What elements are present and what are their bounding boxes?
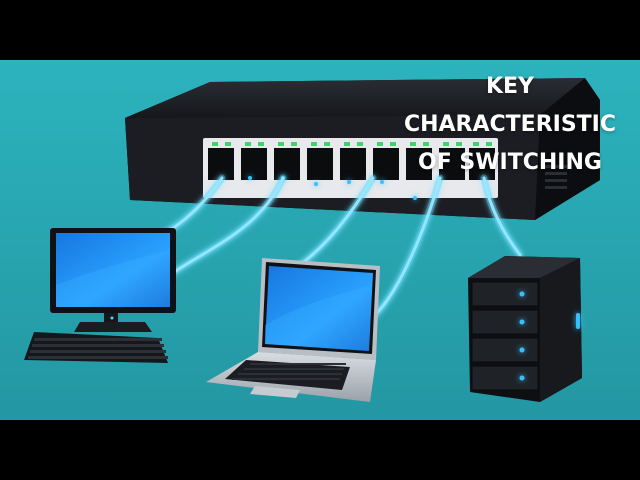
letterbox-top [0, 0, 640, 60]
laptop [206, 258, 380, 402]
keyboard [24, 332, 168, 363]
network-illustration [0, 60, 640, 420]
desktop-computer [50, 228, 176, 332]
server-drive-bay-3 [471, 337, 539, 363]
laptop-screen [265, 266, 373, 351]
letterbox-bottom [0, 420, 640, 480]
headline-line-1: KEY [485, 74, 534, 99]
switch-ports [208, 142, 495, 180]
desktop-screen [56, 233, 170, 307]
network-switch [125, 78, 600, 220]
server [468, 256, 582, 402]
server-drive-bay-2 [471, 309, 539, 335]
headline-line-3: OF SWITCHING [418, 150, 602, 175]
network-cables [146, 174, 524, 319]
headline: KEY CHARACTERISTIC OF SWITCHING [380, 68, 640, 182]
headline-line-2: CHARACTERISTIC [403, 112, 617, 137]
illustration-svg [0, 60, 640, 420]
server-drive-bay-1 [471, 281, 539, 307]
server-drive-bay-4 [471, 365, 539, 391]
